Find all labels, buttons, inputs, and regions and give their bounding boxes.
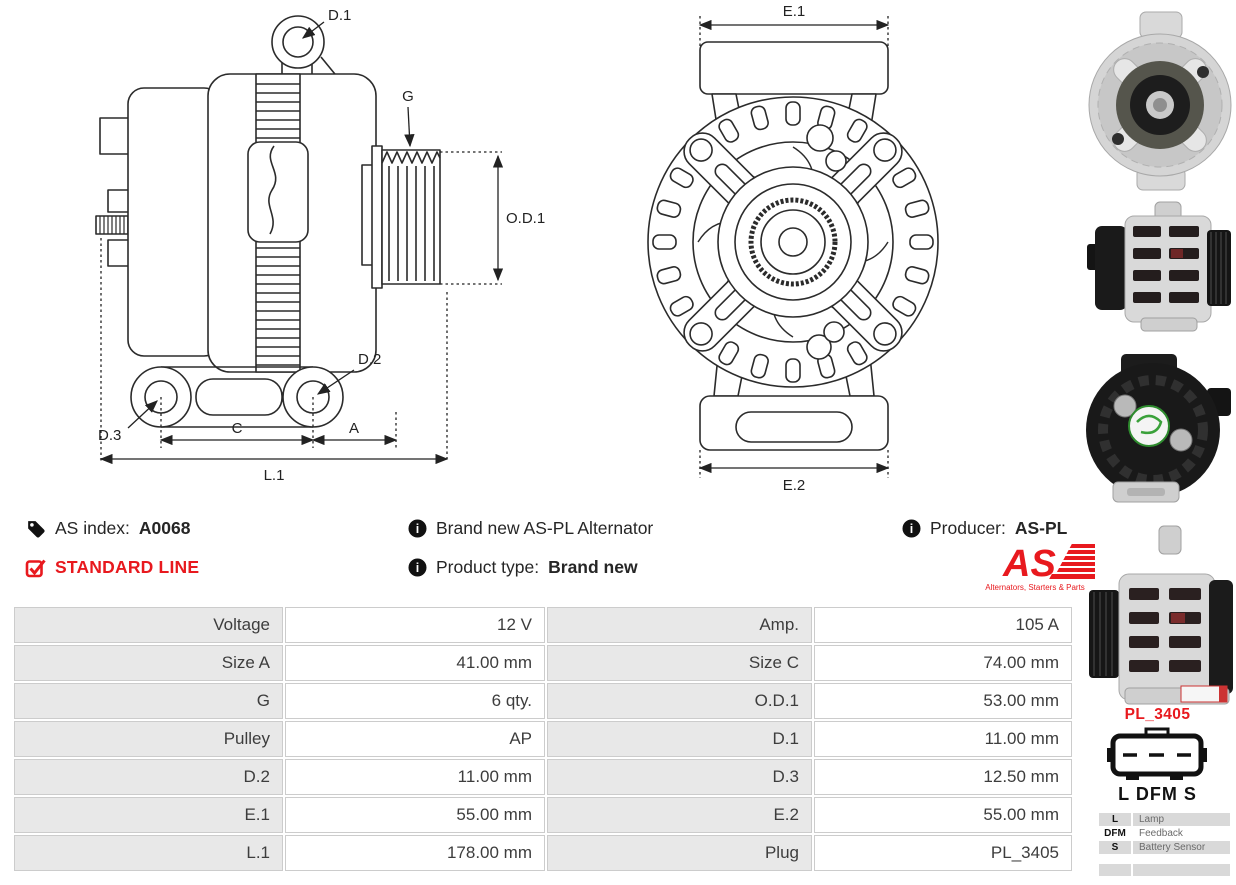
dim-label-d3: D.3 [98, 427, 121, 444]
side-view-drawing: D.1 G O.D.1 D.2 D.3 C A L.1 [95, 7, 545, 484]
brand-new-label: Brand new AS-PL Alternator [436, 518, 654, 538]
spec-value: PL_3405 [814, 835, 1072, 871]
spec-label: D.2 [14, 759, 283, 795]
legend-abbr: S [1099, 841, 1131, 854]
standard-line-label: STANDARD LINE [55, 557, 200, 577]
legend-empty-row [1099, 864, 1230, 877]
as-pl-logo-text: AS [1002, 543, 1056, 585]
producer-value: AS-PL [1014, 518, 1068, 538]
product-type-row: i Product type: Brand new [408, 557, 638, 578]
plug-legend: L Lamp DFM Feedback S Battery Sensor [1099, 813, 1230, 878]
dim-label-a: A [349, 420, 359, 437]
dim-label-d1: D.1 [328, 7, 351, 24]
spec-label: O.D.1 [547, 683, 812, 719]
spec-value: 105 A [814, 607, 1072, 643]
spec-label: Plug [547, 835, 812, 871]
spec-label: Pulley [14, 721, 283, 757]
spec-value: 74.00 mm [814, 645, 1072, 681]
alternator-rear-photo[interactable] [1083, 352, 1235, 504]
spec-label: L.1 [14, 835, 283, 871]
legend-row: L Lamp [1099, 813, 1230, 826]
product-type-value: Brand new [548, 557, 638, 577]
product-type-label: Product type: [436, 557, 540, 577]
dim-label-e2: E.2 [783, 477, 806, 494]
spec-label: Size A [14, 645, 283, 681]
legend-abbr: L [1099, 813, 1131, 826]
spec-value: AP [285, 721, 545, 757]
spec-label: E.2 [547, 797, 812, 833]
spec-label: G [14, 683, 283, 719]
dim-label-d2: D.2 [358, 351, 381, 368]
spec-value: 41.00 mm [285, 645, 545, 681]
info-icon: i [408, 519, 427, 538]
spec-label: Amp. [547, 607, 812, 643]
spec-value: 11.00 mm [814, 721, 1072, 757]
svg-text:i: i [910, 522, 913, 536]
dim-label-g: G [402, 88, 414, 105]
info-icon: i [408, 558, 427, 577]
alternator-side-photo[interactable] [1087, 200, 1235, 332]
plug-pins-label: L DFM S [1118, 784, 1197, 804]
spec-label: D.1 [547, 721, 812, 757]
as-pl-logo: AS Alternators, Starters & Parts [985, 543, 1095, 592]
tag-icon [28, 521, 45, 538]
legend-row: S Battery Sensor [1099, 841, 1230, 854]
brand-new-row: i Brand new AS-PL Alternator [408, 518, 653, 539]
spec-value: 11.00 mm [285, 759, 545, 795]
as-index-label: AS index: [55, 518, 130, 538]
svg-text:i: i [416, 522, 419, 536]
spec-label: Voltage [14, 607, 283, 643]
dim-label-c: C [232, 420, 243, 437]
checkbox-check-icon [25, 559, 46, 578]
producer-label: Producer: [930, 518, 1006, 538]
spec-value: 55.00 mm [285, 797, 545, 833]
spec-table: Voltage 12 V Amp. 105 A Size A 41.00 mm … [14, 607, 1072, 871]
spec-value: 178.00 mm [285, 835, 545, 871]
spec-value: 6 qty. [285, 683, 545, 719]
spec-label: Size C [547, 645, 812, 681]
legend-abbr: DFM [1104, 828, 1126, 839]
dim-label-od1: O.D.1 [506, 210, 545, 227]
standard-line-row: STANDARD LINE [25, 557, 199, 578]
alternator-front-photo[interactable] [1085, 10, 1235, 195]
alternator-side-pulley-photo[interactable] [1085, 522, 1235, 708]
as-pl-logo-tagline: Alternators, Starters & Parts [985, 583, 1085, 592]
svg-text:i: i [416, 561, 419, 575]
as-index-row: AS index: A0068 [25, 518, 190, 539]
spec-value: 55.00 mm [814, 797, 1072, 833]
as-index-value: A0068 [138, 518, 191, 538]
spec-label: D.3 [547, 759, 812, 795]
plug-connector-diagram [1107, 727, 1207, 780]
legend-row: DFM Feedback [1099, 827, 1230, 840]
spec-value: 12.50 mm [814, 759, 1072, 795]
plug-name: PL_3405 [1124, 706, 1191, 723]
spec-label: E.1 [14, 797, 283, 833]
legend-desc: Battery Sensor [1133, 841, 1230, 854]
front-view-drawing: E.1 E.2 [647, 3, 939, 494]
spec-value: 53.00 mm [814, 683, 1072, 719]
dim-label-l1: L.1 [264, 467, 285, 484]
dim-label-e1: E.1 [783, 3, 806, 20]
legend-desc: Lamp [1133, 813, 1230, 826]
legend-desc: Feedback [1139, 828, 1183, 839]
legend-spacer [1099, 855, 1230, 864]
spec-value: 12 V [285, 607, 545, 643]
info-icon: i [902, 519, 921, 538]
producer-row: i Producer: AS-PL [902, 518, 1067, 539]
